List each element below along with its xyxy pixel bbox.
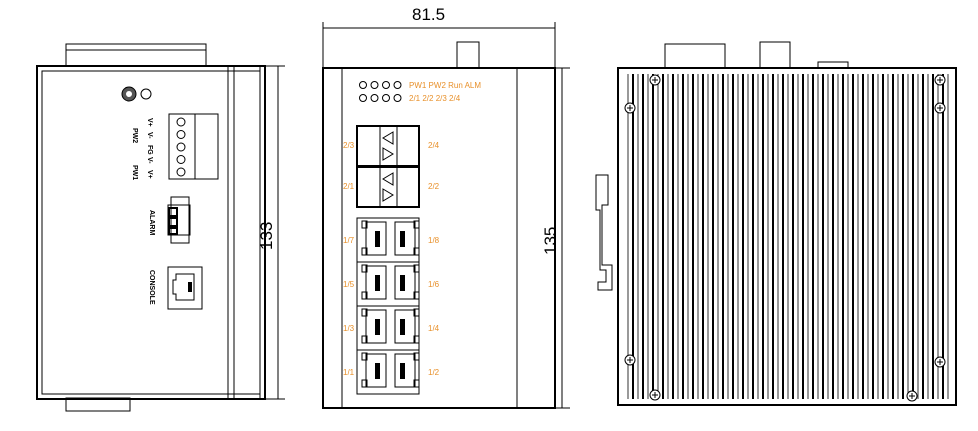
led-indicator	[382, 94, 390, 102]
pw1-label: PW1	[131, 165, 138, 180]
terminal-pin	[176, 130, 186, 139]
terminal-pin	[176, 142, 186, 152]
rear-view	[595, 41, 957, 406]
rj45-port-pair	[356, 349, 420, 395]
rj45-port[interactable]	[361, 308, 387, 344]
front-body	[322, 67, 556, 409]
port-label: 1/4	[428, 324, 440, 333]
terminal-pin-labels: V+ V- FG V- V+	[146, 118, 153, 179]
led-indicator	[370, 81, 379, 89]
height-dimension-135: 135	[541, 227, 560, 255]
front-view: 81.5 PW1 PW2 Run ALM 2/1 2/2 2/3 2/4 2/3…	[322, 5, 570, 409]
rj45-port[interactable]	[361, 264, 387, 300]
console-port	[167, 266, 203, 310]
port-label: 1/7	[343, 236, 355, 245]
ground-symbol-icon	[140, 88, 152, 100]
led-labels-row1: PW1 PW2 Run ALM	[409, 81, 481, 90]
alarm-label: ALARM	[148, 210, 155, 235]
pw2-label: PW2	[131, 128, 138, 143]
port-label: 1/8	[428, 236, 440, 245]
side-body	[36, 65, 266, 400]
terminal-pin	[176, 167, 186, 177]
svg-text:V+: V+	[146, 170, 153, 179]
led-indicator	[382, 81, 390, 89]
led-indicator	[393, 81, 402, 89]
port-label: 1/2	[428, 368, 440, 377]
led-indicator	[359, 81, 367, 89]
width-dimension-81-5: 81.5	[412, 5, 445, 24]
svg-text:V-: V-	[146, 157, 153, 164]
terminal-pin	[176, 117, 186, 127]
rj45-port[interactable]	[394, 264, 420, 300]
svg-text:V-: V-	[146, 132, 153, 139]
rear-terminal	[664, 43, 726, 69]
svg-text:FG: FG	[146, 145, 153, 155]
port-label: 1/3	[343, 324, 355, 333]
console-label: CONSOLE	[148, 270, 155, 305]
din-clip-top	[456, 41, 480, 69]
port-label: 2/3	[343, 141, 355, 150]
alarm-connector	[170, 196, 190, 244]
arrow-icon	[382, 131, 394, 161]
arrow-icon	[382, 172, 394, 202]
rj45-port[interactable]	[394, 352, 420, 388]
port-label: 2/4	[428, 141, 440, 150]
rj45-port[interactable]	[394, 220, 420, 256]
din-rail-clip	[595, 174, 613, 291]
port-label: 2/1	[343, 182, 355, 191]
led-indicator	[393, 94, 402, 102]
rj45-port[interactable]	[361, 352, 387, 388]
height-dimension-133: 133	[257, 222, 276, 250]
svg-text:V+: V+	[146, 118, 153, 127]
port-label: 1/1	[343, 368, 355, 377]
rj45-port[interactable]	[361, 220, 387, 256]
heatsink-body	[617, 67, 957, 406]
fiber-port[interactable]	[356, 166, 420, 208]
port-label: 1/5	[343, 280, 355, 289]
fiber-port[interactable]	[356, 125, 420, 167]
side-view: PW2 PW1 V+ V- FG V- V+ ALARM CONSOLE 133	[36, 43, 285, 412]
led-indicator	[370, 94, 379, 102]
heatsink-fins	[627, 74, 949, 399]
led-indicator	[359, 94, 367, 102]
terminal-pin	[176, 155, 186, 164]
led-labels-row2: 2/1 2/2 2/3 2/4	[409, 94, 461, 103]
port-label: 1/6	[428, 280, 440, 289]
top-connector	[65, 43, 207, 67]
port-label: 2/2	[428, 182, 440, 191]
power-terminal-block	[168, 113, 219, 180]
rj45-port[interactable]	[394, 308, 420, 344]
